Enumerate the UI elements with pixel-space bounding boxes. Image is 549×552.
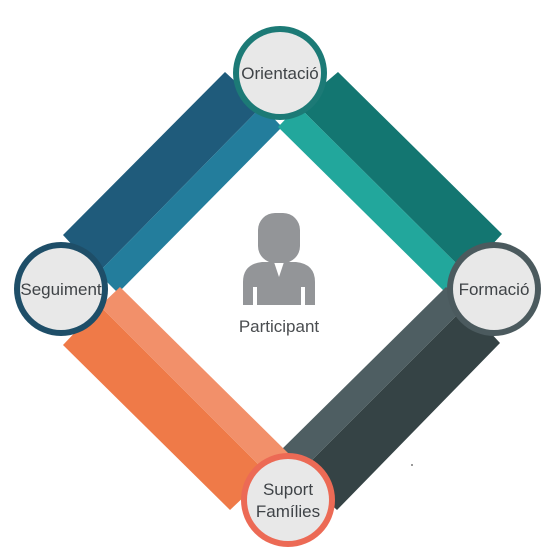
node-top: Orientació [233,26,327,120]
band-stripe-dark [298,306,500,510]
band-left-top [63,72,282,293]
connector-bands [63,72,502,510]
band-stripe-light [100,287,288,474]
speck-dot [411,464,413,466]
band-stripe-light [98,106,282,293]
node-disc [20,248,102,330]
node-right: Formació [447,242,541,336]
band-stripe-light [278,106,466,293]
person-icon [243,213,315,305]
node-label: Orientació [241,64,318,83]
node-disc [239,32,321,114]
participant-label: Participant [239,317,320,336]
node-label: Seguiment [20,280,102,299]
band-stripe-dark [63,306,268,510]
node-label: Formació [459,280,530,299]
band-stripe-dark [298,72,502,273]
band-stripe-light [278,287,466,474]
node-left: Seguiment [14,242,108,336]
node-label: Suport [263,480,313,499]
node-label: Famílies [256,502,320,521]
band-top-right [278,72,502,293]
band-stripe-dark [63,72,262,273]
participant-center: Participant [239,213,320,336]
node-disc [247,459,329,541]
node-disc [453,248,535,330]
band-bottom-left [63,287,288,510]
band-right-bottom [278,287,500,510]
